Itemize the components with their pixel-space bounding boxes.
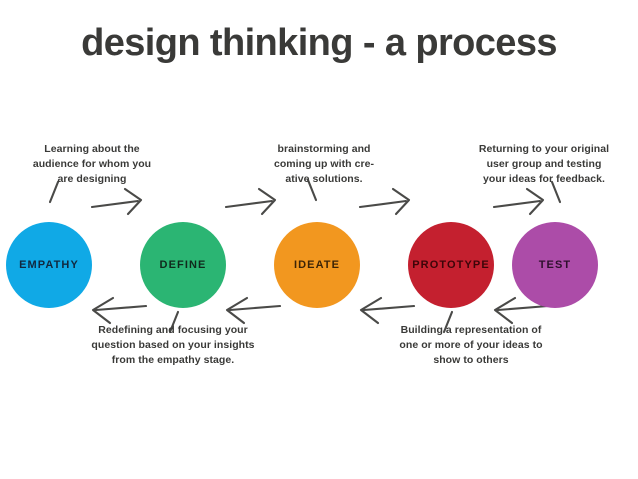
stage-circle-test[interactable]: TEST bbox=[512, 222, 598, 308]
caption-test-line-1: Returning to your original bbox=[478, 143, 610, 155]
caption-empathy: Learning about the audience for whom you… bbox=[8, 142, 176, 187]
stage-label-test: TEST bbox=[538, 258, 572, 271]
caption-prototype-line-1: Building a representation of bbox=[400, 324, 542, 336]
caption-define: Redefining and focusing your question ba… bbox=[62, 323, 284, 368]
page-title: design thinking - a process bbox=[81, 22, 557, 64]
caption-ideate-line-1: brainstorming and bbox=[277, 143, 371, 155]
caption-test: Returning to your original user group an… bbox=[452, 142, 636, 187]
arrow-define-to-empathy bbox=[91, 296, 148, 325]
caption-test-line-2: user group and testing bbox=[486, 157, 602, 170]
caption-define-line-2: question based on your insights bbox=[91, 338, 255, 351]
caption-ideate: brainstorming and coming up with cre- at… bbox=[248, 142, 400, 187]
stage-label-prototype: PROTOTYPE bbox=[412, 258, 490, 271]
caption-ideate-line-2: coming up with cre- bbox=[273, 157, 375, 170]
caption-prototype-line-2: one or more of your ideas to bbox=[399, 338, 543, 351]
caption-empathy-line-2: audience for whom you bbox=[32, 157, 152, 170]
caption-define-line-1: Redefining and focusing your bbox=[98, 324, 248, 336]
caption-define-line-3: from the empathy stage. bbox=[111, 353, 235, 366]
caption-empathy-line-3: are designing bbox=[57, 172, 127, 185]
stage-circle-prototype[interactable]: PROTOTYPE bbox=[408, 222, 494, 308]
stage-label-empathy: EMPATHY bbox=[19, 258, 79, 271]
stage-label-ideate: IDEATE bbox=[293, 258, 341, 271]
arrow-empathy-to-define bbox=[90, 187, 143, 216]
arrow-prototype-to-test bbox=[492, 187, 545, 216]
stage-circle-empathy[interactable]: EMPATHY bbox=[6, 222, 92, 308]
stage-circle-define[interactable]: DEFINE bbox=[140, 222, 226, 308]
caption-test-line-3: your ideas for feedback. bbox=[483, 172, 605, 185]
caption-prototype-line-3: show to others bbox=[433, 353, 509, 366]
stage-label-define: DEFINE bbox=[159, 258, 207, 271]
caption-prototype: Building a representation of one or more… bbox=[370, 323, 572, 368]
caption-ideate-line-3: ative solutions. bbox=[285, 172, 363, 185]
arrow-ideate-to-prototype bbox=[358, 187, 411, 216]
caption-empathy-line-1: Learning about the bbox=[44, 143, 140, 155]
arrow-prototype-to-ideate bbox=[359, 296, 416, 325]
design-thinking-diagram: EMPATHY DEFINE IDEATE PROTOTYPE TEST Lea… bbox=[0, 120, 638, 400]
arrow-define-to-ideate bbox=[224, 187, 277, 216]
stage-circle-ideate[interactable]: IDEATE bbox=[274, 222, 360, 308]
arrow-ideate-to-define bbox=[225, 296, 282, 325]
